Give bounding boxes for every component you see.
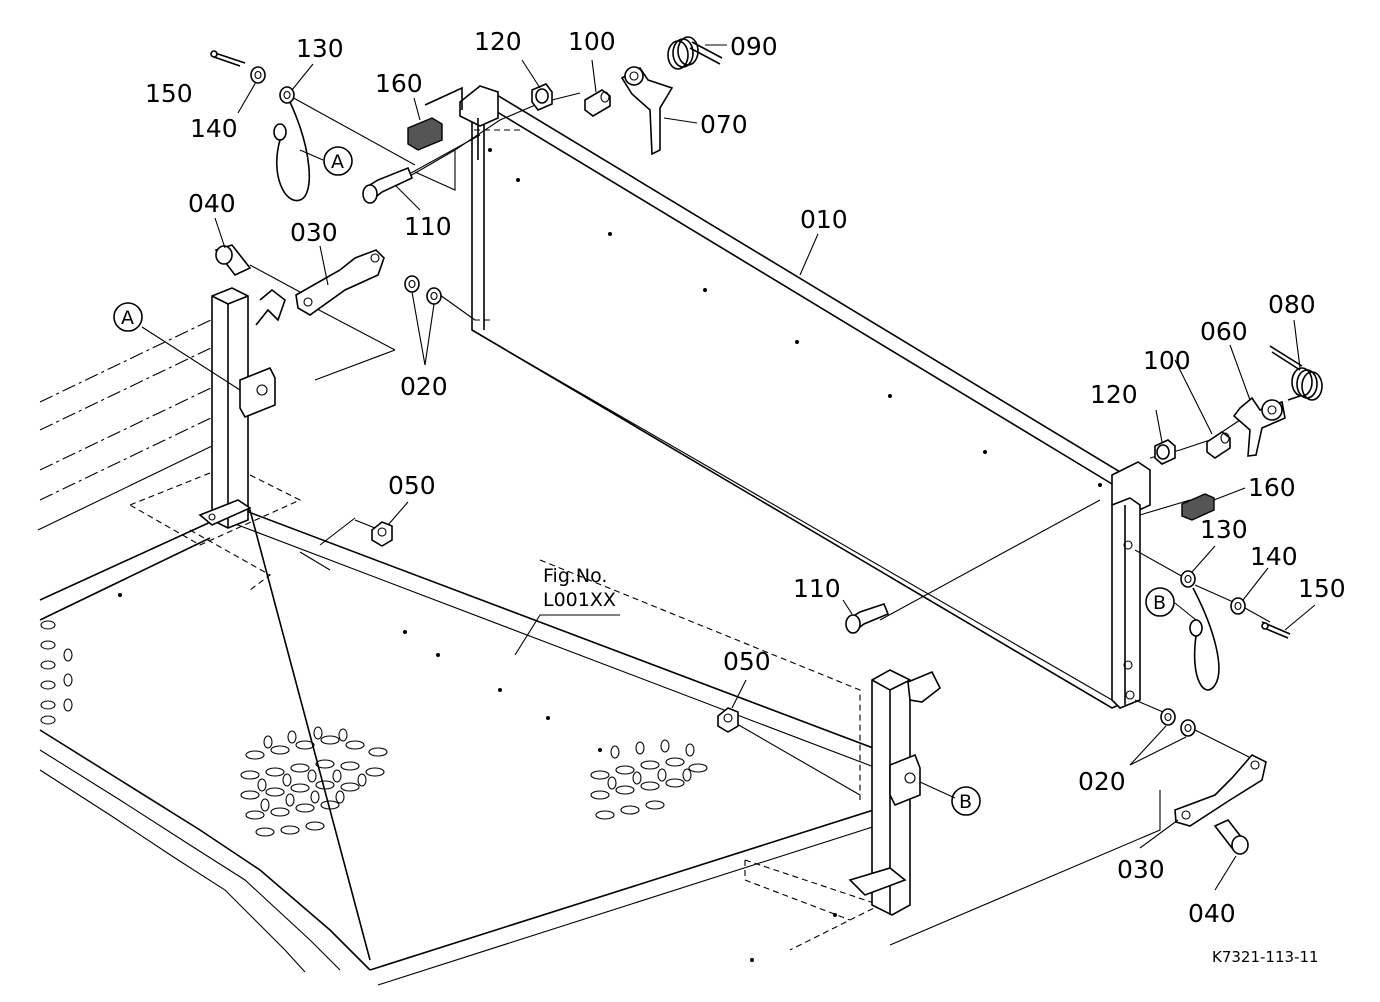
washer-020-left-b bbox=[426, 287, 442, 305]
latch-060 bbox=[1232, 396, 1286, 457]
callouts: A A B B bbox=[113, 146, 1175, 816]
bed-edge-holes bbox=[40, 620, 73, 725]
label-110-bottom: 110 bbox=[793, 574, 841, 603]
label-100-right: 100 bbox=[1143, 346, 1191, 375]
spring-080 bbox=[1269, 345, 1323, 401]
label-010: 010 bbox=[800, 205, 848, 234]
label-020-right: 020 bbox=[1078, 767, 1126, 796]
label-160-top: 160 bbox=[375, 69, 423, 98]
right-post bbox=[848, 669, 942, 916]
strap-030-right bbox=[1174, 754, 1267, 827]
bolt-110-top bbox=[362, 166, 414, 204]
label-110-top: 110 bbox=[404, 212, 452, 241]
washer-020-right-b bbox=[1180, 719, 1196, 737]
label-070: 070 bbox=[700, 110, 748, 139]
pad-160-right bbox=[1181, 493, 1215, 521]
label-060: 060 bbox=[1200, 317, 1248, 346]
label-030-left: 030 bbox=[290, 218, 338, 247]
label-140-right: 140 bbox=[1250, 542, 1298, 571]
label-050-right: 050 bbox=[723, 647, 771, 676]
label-020-left: 020 bbox=[400, 372, 448, 401]
nut-050-right bbox=[717, 707, 739, 733]
label-160-right: 160 bbox=[1248, 473, 1296, 502]
label-040-left: 040 bbox=[188, 189, 236, 218]
part-labels: 150 140 130 160 120 100 090 070 110 010 … bbox=[145, 27, 1346, 928]
lanyard-130-right bbox=[1180, 570, 1220, 691]
bushing-120-right bbox=[1154, 439, 1176, 465]
left-post bbox=[198, 287, 286, 529]
label-100-top: 100 bbox=[568, 27, 616, 56]
callout-a-top: A bbox=[323, 146, 353, 176]
bushing-120-top bbox=[531, 83, 553, 111]
collar-100-right bbox=[1206, 431, 1231, 459]
svg-text:A: A bbox=[121, 307, 134, 329]
label-040-right: 040 bbox=[1188, 899, 1236, 928]
bolt-110-bottom bbox=[845, 603, 890, 634]
svg-text:B: B bbox=[959, 791, 972, 813]
washer-140-left bbox=[250, 66, 266, 84]
washer-020-right-a bbox=[1160, 708, 1176, 726]
label-leaders bbox=[141, 44, 1316, 891]
perforation-pattern-right bbox=[590, 739, 708, 820]
tailgate-panel-010 bbox=[459, 85, 1151, 709]
label-130-right: 130 bbox=[1200, 515, 1248, 544]
label-120-right: 120 bbox=[1090, 380, 1138, 409]
label-150-right: 150 bbox=[1298, 574, 1346, 603]
pin-150-left bbox=[210, 50, 246, 67]
label-150-left: 150 bbox=[145, 79, 193, 108]
fig-label: Fig.No. bbox=[543, 565, 607, 587]
bed-rivets bbox=[118, 593, 837, 962]
washer-140-right bbox=[1230, 597, 1246, 615]
latch-handle-070 bbox=[620, 66, 674, 156]
fig-code: L001XX bbox=[543, 589, 616, 611]
perforation-pattern-left bbox=[240, 726, 388, 837]
callout-a-left: A bbox=[113, 302, 143, 332]
bolt-040-left bbox=[214, 244, 252, 276]
drawing-id: K7321-113-11 bbox=[1212, 948, 1319, 966]
pad-160-top bbox=[407, 117, 443, 151]
bolt-040-right bbox=[1213, 819, 1249, 855]
label-130-left: 130 bbox=[296, 34, 344, 63]
callout-b-post: B bbox=[951, 786, 981, 816]
pin-150-right bbox=[1261, 621, 1291, 639]
label-080: 080 bbox=[1268, 290, 1316, 319]
label-140-left: 140 bbox=[190, 114, 238, 143]
collar-100-top bbox=[584, 89, 611, 117]
label-050-left: 050 bbox=[388, 471, 436, 500]
nut-050-left bbox=[371, 521, 393, 547]
label-090: 090 bbox=[730, 32, 778, 61]
lanyard-130-left bbox=[273, 86, 311, 202]
label-030-right: 030 bbox=[1117, 855, 1165, 884]
svg-text:A: A bbox=[331, 151, 344, 173]
label-120-top: 120 bbox=[474, 27, 522, 56]
figure-reference: Fig.No. L001XX bbox=[543, 565, 616, 611]
spring-090 bbox=[667, 36, 723, 70]
washer-020-left-a bbox=[404, 275, 420, 293]
strap-030-left bbox=[295, 249, 385, 316]
callout-b-right: B bbox=[1145, 587, 1175, 617]
svg-text:B: B bbox=[1153, 592, 1166, 614]
cargo-bed bbox=[37, 317, 911, 986]
